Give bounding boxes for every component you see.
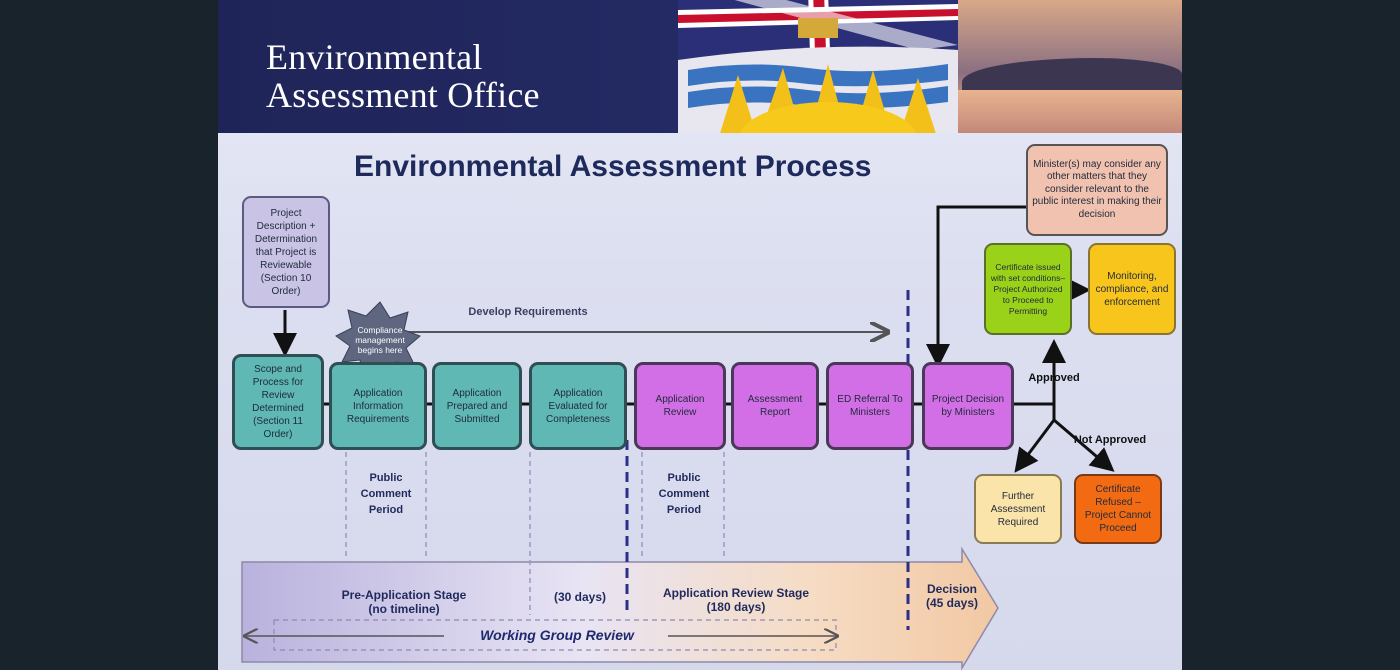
slide: Environmental Assessment Office Environm… xyxy=(218,0,1182,670)
stage-arrow xyxy=(241,546,999,670)
pre-application-stage-label: Pre-Application Stage (no timeline) xyxy=(314,588,494,616)
bc-flag-icon xyxy=(678,0,958,133)
pre-application-stage-sub: (no timeline) xyxy=(368,602,440,616)
thirty-days-label: (30 days) xyxy=(553,590,607,604)
box-ed-referral: ED Referral To Ministers xyxy=(826,362,914,450)
box-application-evaluated: Application Evaluated for Completeness xyxy=(529,362,627,450)
pre-application-stage-title: Pre-Application Stage xyxy=(341,588,467,602)
not-approved-label: Not Approved xyxy=(1073,434,1147,446)
box-application-information-requirements: Application Information Requirements xyxy=(329,362,427,450)
decision-stage-label: Decision (45 days) xyxy=(914,582,990,610)
box-ministers-consider: Minister(s) may consider any other matte… xyxy=(1026,144,1168,236)
approved-label: Approved xyxy=(1028,372,1080,384)
box-project-decision: Project Decision by Ministers xyxy=(922,362,1014,450)
working-group-review-label: Working Group Review xyxy=(480,627,634,643)
box-assessment-report: Assessment Report xyxy=(731,362,819,450)
decision-stage-sub: (45 days) xyxy=(925,596,979,610)
public-comment-label-2: Public Comment Period xyxy=(658,472,710,516)
box-project-description: Project Description + Determination that… xyxy=(242,196,330,308)
decision-stage-title: Decision xyxy=(926,582,977,596)
page-title: Environmental Assessment Process xyxy=(354,150,872,183)
office-title-line2: Assessment Office xyxy=(266,75,540,115)
banner: Environmental Assessment Office xyxy=(218,0,1182,133)
banner-lake xyxy=(952,90,1182,133)
public-comment-label-1: Public Comment Period xyxy=(360,472,412,516)
box-further-assessment: Further Assessment Required xyxy=(974,474,1062,544)
box-application-prepared: Application Prepared and Submitted xyxy=(432,362,522,450)
application-review-stage-label: Application Review Stage (180 days) xyxy=(638,586,834,614)
starburst-label: Compliance management begins here xyxy=(355,325,405,355)
box-application-review: Application Review xyxy=(634,362,726,450)
box-certificate-issued: Certificate issued with set conditions– … xyxy=(984,243,1072,335)
develop-requirements-label: Develop Requirements xyxy=(468,306,588,318)
box-monitoring: Monitoring, compliance, and enforcement xyxy=(1088,243,1176,335)
application-review-stage-title: Application Review Stage xyxy=(662,586,810,600)
box-scope: Scope and Process for Review Determined … xyxy=(232,354,324,450)
box-certificate-refused: Certificate Refused – Project Cannot Pro… xyxy=(1074,474,1162,544)
application-review-stage-sub: (180 days) xyxy=(706,600,766,614)
office-title-line1: Environmental xyxy=(266,37,483,77)
